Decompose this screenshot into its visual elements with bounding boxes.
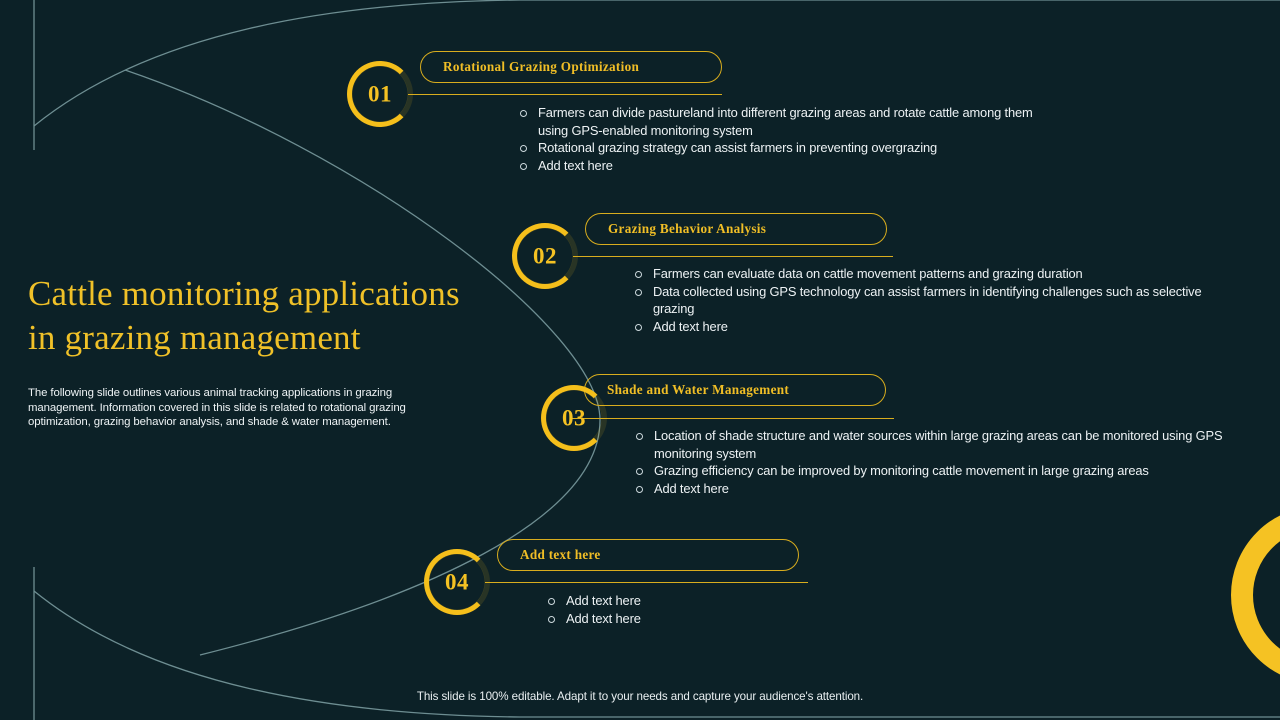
page-title-line1: Cattle monitoring applications	[28, 274, 460, 313]
list-item: Add text here	[546, 610, 946, 628]
section-03-heading-pill[interactable]: Shade and Water Management	[584, 374, 886, 406]
right-edge-ring	[1231, 515, 1280, 675]
list-item: Grazing efficiency can be improved by mo…	[634, 462, 1244, 480]
section-04-heading: Add text here	[520, 547, 601, 562]
section-02-heading: Grazing Behavior Analysis	[608, 221, 767, 236]
title-block: Cattle monitoring applications in grazin…	[28, 272, 488, 430]
list-item: Add text here	[518, 157, 1048, 175]
section-01-number-badge[interactable]: 01	[347, 61, 413, 127]
section-03-number: 03	[562, 405, 586, 430]
list-item: Add text here	[633, 318, 1233, 336]
section-03-rule	[572, 418, 894, 419]
section-02-heading-pill[interactable]: Grazing Behavior Analysis	[585, 213, 887, 245]
section-01-number: 01	[368, 81, 392, 106]
section-04-number: 04	[445, 569, 469, 594]
list-item: Farmers can evaluate data on cattle move…	[633, 265, 1233, 283]
section-01-heading-pill[interactable]: Rotational Grazing Optimization	[420, 51, 722, 83]
section-02-rule	[573, 256, 893, 257]
list-item: Location of shade structure and water so…	[634, 427, 1244, 462]
section-02-number-badge[interactable]: 02	[512, 223, 578, 289]
section-04-bullets: Add text here Add text here	[546, 592, 946, 627]
list-item: Farmers can divide pastureland into diff…	[518, 104, 1048, 139]
section-01-bullets: Farmers can divide pastureland into diff…	[518, 104, 1048, 174]
section-02-number: 02	[533, 243, 557, 268]
section-03-number-badge[interactable]: 03	[541, 385, 607, 451]
list-item: Data collected using GPS technology can …	[633, 283, 1233, 318]
section-04-heading-pill[interactable]: Add text here	[497, 539, 799, 571]
list-item: Add text here	[634, 480, 1244, 498]
page-title: Cattle monitoring applications in grazin…	[28, 272, 488, 360]
list-item: Rotational grazing strategy can assist f…	[518, 139, 1048, 157]
slide-footer-note: This slide is 100% editable. Adapt it to…	[416, 690, 864, 703]
page-subtitle: The following slide outlines various ani…	[28, 387, 406, 429]
section-02-bullets: Farmers can evaluate data on cattle move…	[633, 265, 1233, 335]
list-item: Add text here	[546, 592, 946, 610]
page-title-line2: in grazing management	[28, 318, 361, 357]
section-04-rule	[485, 582, 808, 583]
section-03-heading: Shade and Water Management	[607, 382, 790, 397]
section-01-heading: Rotational Grazing Optimization	[443, 59, 640, 74]
section-03-bullets: Location of shade structure and water so…	[634, 427, 1244, 497]
section-01-rule	[408, 94, 722, 95]
section-04-number-badge[interactable]: 04	[424, 549, 490, 615]
